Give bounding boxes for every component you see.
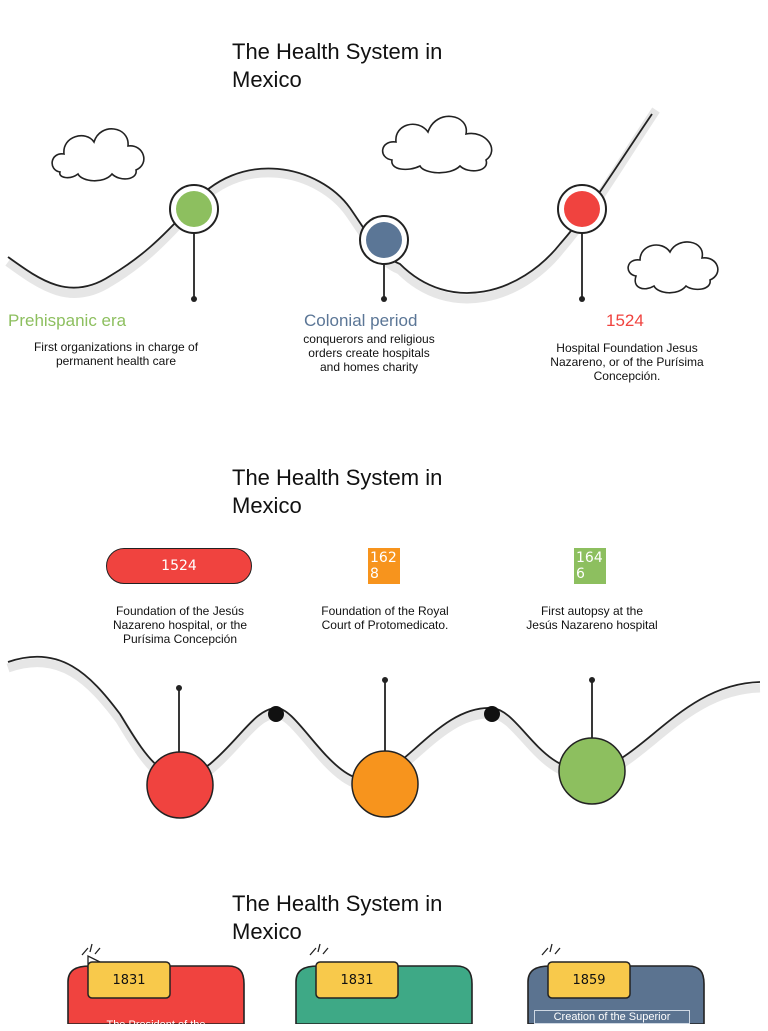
marker-1628 (351, 750, 419, 818)
era-description-prehispanic: First organizations in charge of permane… (33, 340, 199, 368)
cloud-icon (627, 241, 719, 294)
section-2-title: The Health System in Mexico (232, 465, 443, 518)
stem-dot (381, 296, 387, 302)
date-box-1628-line2: 8 (370, 566, 379, 582)
stem-dot (579, 296, 585, 302)
card-1831-green (295, 943, 473, 1024)
event-description-1628: Foundation of the Royal Court of Protome… (321, 604, 449, 632)
era-description-1524: Hospital Foundation Jesus Nazareno, or o… (550, 341, 704, 383)
marker-prehispanic (169, 184, 219, 234)
date-tab (87, 961, 171, 999)
section-3-title: The Health System in Mexico (232, 891, 443, 944)
date-box-1646-line2: 6 (576, 566, 585, 582)
marker-colonial (359, 215, 409, 265)
junction-dot (484, 706, 500, 722)
timeline-shadow (5, 107, 660, 304)
marker-1524 (557, 184, 607, 234)
date-box-1646: 164 6 (574, 548, 606, 584)
cloud-icon (51, 128, 145, 182)
section-1-title: The Health System in Mexico (232, 39, 443, 92)
card-1831-red (67, 943, 245, 1024)
date-tab (547, 961, 631, 999)
card-caption-3: Creation of the Superior (534, 1010, 690, 1024)
date-box-1646-line1: 164 (576, 550, 603, 566)
date-tab-label-2: 1831 (340, 972, 374, 988)
stem-dot (176, 685, 182, 691)
card-1859-blue (527, 943, 705, 1024)
date-pill-1524: 1524 (106, 548, 252, 584)
era-label-colonial: Colonial period (304, 311, 418, 330)
date-tab (315, 961, 399, 999)
timeline-line (7, 113, 653, 294)
event-description-1646: First autopsy at the Jesús Nazareno hosp… (526, 604, 658, 632)
stem-dot (589, 677, 595, 683)
date-tab-label-1: 1831 (112, 972, 146, 988)
era-label-1524: 1524 (606, 311, 644, 330)
date-box-1628: 162 8 (368, 548, 400, 584)
date-box-1628-line1: 162 (370, 550, 397, 566)
era-description-colonial: conquerors and religious orders create h… (303, 332, 435, 374)
date-tab-label-3: 1859 (572, 972, 606, 988)
cloud-icon (381, 115, 493, 174)
era-label-prehispanic: Prehispanic era (8, 311, 127, 330)
card-caption-1: The President of the (106, 1019, 206, 1031)
stem-dot (382, 677, 388, 683)
stem-dot (191, 296, 197, 302)
junction-dot (268, 706, 284, 722)
marker-1646 (558, 737, 626, 805)
marker-1524 (146, 751, 214, 819)
event-description-1524: Foundation of the Jesús Nazareno hospita… (112, 604, 248, 646)
